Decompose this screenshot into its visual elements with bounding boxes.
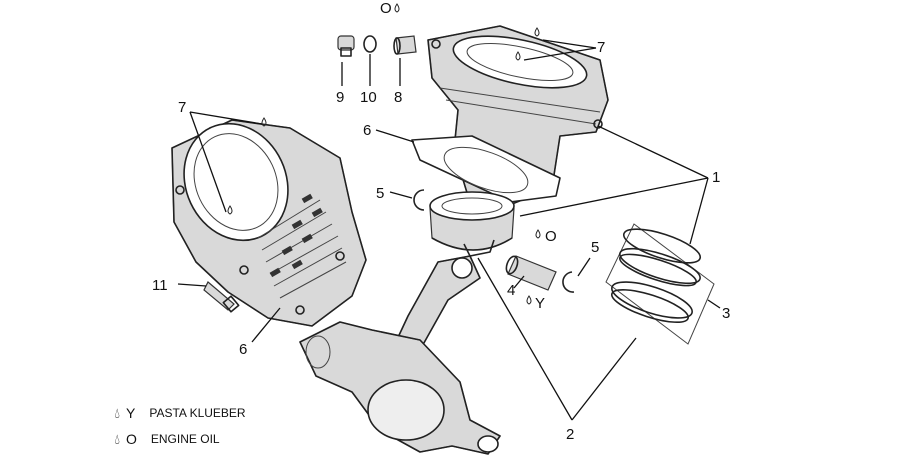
callout-2: 2 bbox=[566, 426, 574, 443]
legend-label: PASTA KLUEBER bbox=[149, 406, 246, 420]
base-gasket-right bbox=[411, 135, 561, 203]
callout-7-right: 7 bbox=[597, 39, 605, 56]
callout-6-bottom: 6 bbox=[239, 341, 247, 358]
top-oil-symbol: O bbox=[380, 0, 392, 17]
callout-6-top: 6 bbox=[363, 122, 371, 139]
legend-symbol: O bbox=[126, 431, 137, 447]
leader-lines bbox=[177, 39, 721, 421]
callout-5-left: 5 bbox=[376, 185, 384, 202]
callout-11: 11 bbox=[152, 277, 168, 294]
callout-8: 8 bbox=[394, 89, 402, 106]
piston-oil-symbol: O bbox=[545, 228, 557, 245]
pin-klueber-symbol: Y bbox=[535, 295, 545, 312]
callout-5-right: 5 bbox=[591, 239, 599, 256]
callout-7-left: 7 bbox=[178, 99, 186, 116]
callout-4: 4 bbox=[507, 282, 515, 299]
legend-drop-icon: 💧︎ bbox=[114, 430, 120, 447]
o-ring-10 bbox=[363, 35, 377, 53]
piston-ring-set bbox=[605, 223, 715, 345]
dowel-8 bbox=[393, 35, 417, 55]
piston-pin bbox=[505, 255, 557, 291]
legend-symbol: Y bbox=[126, 405, 136, 421]
legend-drop-icon: 💧︎ bbox=[114, 404, 120, 421]
circlip-left bbox=[413, 189, 425, 211]
piston bbox=[429, 191, 515, 257]
crankshaft bbox=[299, 321, 501, 455]
callout-9: 9 bbox=[336, 89, 344, 106]
callout-1: 1 bbox=[712, 169, 720, 186]
front-cylinder bbox=[171, 119, 367, 327]
callout-10: 10 bbox=[360, 89, 377, 106]
plug-screw-9 bbox=[337, 35, 355, 57]
circlip-right bbox=[562, 271, 575, 293]
legend-label: ENGINE OIL bbox=[150, 432, 220, 446]
legend-item-klueber: 💧︎ Y PASTA KLUEBER bbox=[86, 404, 346, 422]
screw-11 bbox=[203, 281, 240, 313]
callout-3: 3 bbox=[722, 305, 730, 322]
drop-icon bbox=[227, 3, 541, 305]
legend-item-engine-oil: 💧︎ O ENGINE OIL bbox=[86, 430, 346, 448]
connecting-rod bbox=[393, 255, 481, 351]
